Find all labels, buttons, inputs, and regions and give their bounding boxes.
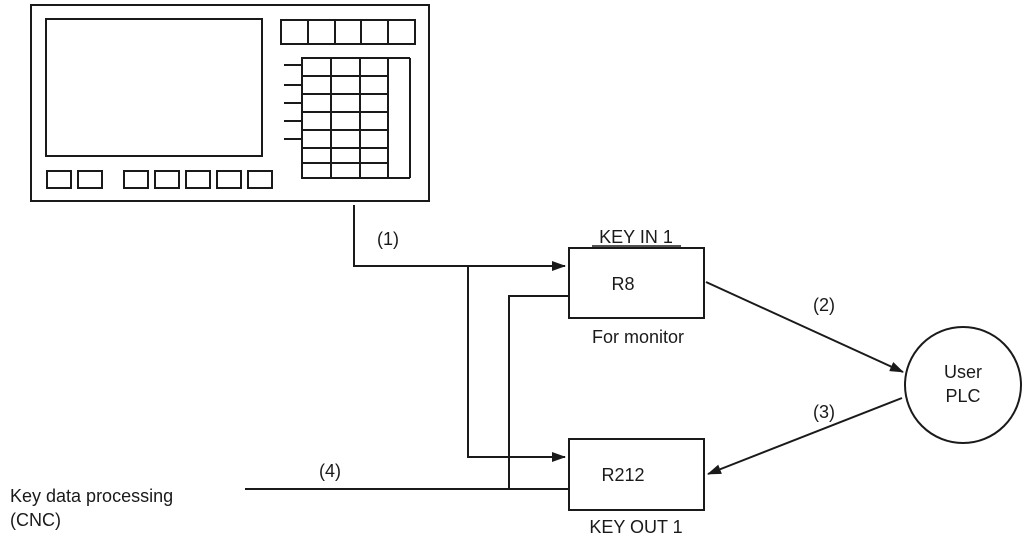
r8-to-plc-arrow — [705, 281, 904, 373]
panel-softkeys — [46, 170, 273, 189]
panel-top-keys — [280, 19, 416, 45]
r8-monitor-feed-line — [508, 295, 569, 489]
r212-label: R212 — [601, 465, 644, 485]
plc-to-r212-arrow — [707, 397, 903, 475]
panel-keypad — [284, 57, 411, 179]
user-plc-circle — [904, 326, 1022, 444]
key-in-label: KEY IN 1 — [599, 227, 673, 247]
cnc-label: (CNC) — [10, 510, 61, 530]
step-4-label: (4) — [319, 461, 341, 481]
for-monitor-label: For monitor — [592, 327, 684, 347]
panel-screen — [45, 18, 263, 157]
cnc-panel-icon — [30, 4, 430, 202]
step-3-label: (3) — [813, 402, 835, 422]
key-data-processing-label: Key data processing — [10, 486, 173, 506]
r8-label: R8 — [611, 274, 634, 294]
plc-label: PLC — [945, 386, 980, 406]
key-out-label: KEY OUT 1 — [589, 517, 682, 537]
panel-to-r8-arrow — [353, 205, 566, 271]
step-1-label: (1) — [377, 229, 399, 249]
plc-user-label: User — [944, 362, 982, 382]
r8-register-box — [568, 247, 705, 319]
step-2-label: (2) — [813, 295, 835, 315]
r212-register-box — [568, 438, 705, 511]
branch-to-r212-arrow — [467, 266, 566, 462]
